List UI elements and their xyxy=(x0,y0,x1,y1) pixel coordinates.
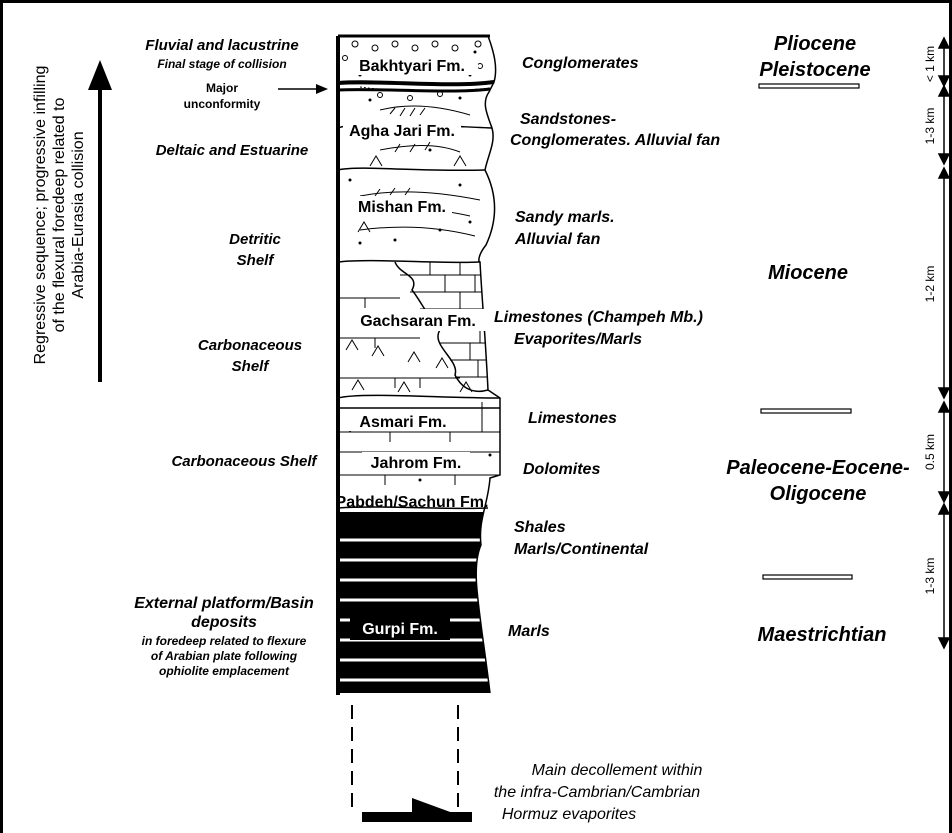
formation-jahrom: Jahrom Fm. xyxy=(371,455,462,472)
lith-conglomerates: Conglomerates xyxy=(522,55,639,72)
major-unconformity-lines xyxy=(337,80,495,93)
lith-sandy-1: Sandy marls. xyxy=(515,209,615,226)
formation-gurpi: Gurpi Fm. xyxy=(362,621,438,638)
sidebar-line-3: Arabia-Eurasia collision xyxy=(70,131,87,298)
env-detritic-2: Shelf xyxy=(237,252,276,269)
formation-mishan: Mishan Fm. xyxy=(358,199,446,216)
lith-sandstones-2: Conglomerates. Alluvial fan xyxy=(510,132,720,149)
evaporite-carets xyxy=(345,155,473,393)
lith-marls: Marls xyxy=(508,623,550,640)
formation-pabdeh: Pabdeh/Sachun Fm. xyxy=(336,494,489,511)
age-maestrichtian: Maestrichtian xyxy=(758,624,887,646)
unconformity-pointer xyxy=(278,84,328,94)
dashed-continuation xyxy=(351,705,459,810)
pabdeh-shale-lines xyxy=(339,514,496,537)
formation-labels: Bakhtyari Fm. Agha Jari Fm. Mishan Fm. G… xyxy=(336,55,489,640)
env-external-4: of Arabian plate following xyxy=(151,649,298,663)
thickness-t2: 1-3 km xyxy=(923,108,937,145)
lith-sandy-2: Alluvial fan xyxy=(514,231,601,248)
thickness-t1: < 1 km xyxy=(923,46,937,82)
env-external-2: deposits xyxy=(191,614,257,631)
lith-limestones-champeh: Limestones (Champeh Mb.) xyxy=(494,309,703,326)
unconformity-label-1: Major xyxy=(206,81,238,95)
decollement-line-1: Main decollement within xyxy=(532,762,703,779)
age-pliocene: Pliocene xyxy=(774,33,856,55)
decollement-line-3: Hormuz evaporites xyxy=(502,806,636,823)
age-paleocene-1: Paleocene-Eocene- xyxy=(726,457,910,479)
env-external-3: in foredeep related to flexure xyxy=(142,634,307,648)
env-carbonaceous-shelf: Carbonaceous Shelf xyxy=(171,453,318,470)
env-carbonaceous-1: Carbonaceous xyxy=(198,337,302,354)
age-pleistocene: Pleistocene xyxy=(759,59,870,81)
gurpi-black-fill xyxy=(338,512,500,693)
env-external-1: External platform/Basin xyxy=(134,595,314,612)
formation-gachsaran: Gachsaran Fm. xyxy=(360,313,476,330)
regressive-arrow xyxy=(88,60,112,382)
env-detritic-1: Detritic xyxy=(229,231,281,248)
env-carbonaceous-2: Shelf xyxy=(232,358,271,375)
formation-bakhtyari: Bakhtyari Fm. xyxy=(359,58,465,75)
age-paleocene-2: Oligocene xyxy=(770,483,867,505)
env-fluvial: Fluvial and lacustrine xyxy=(145,37,298,54)
age-separators xyxy=(758,83,860,580)
sidebar-line-1: Regressive sequence; progressive infilli… xyxy=(32,66,49,365)
env-fluvial-sub: Final stage of collision xyxy=(157,57,286,71)
age-miocene: Miocene xyxy=(768,262,848,284)
formation-agha-jari: Agha Jari Fm. xyxy=(349,123,455,140)
lith-sandstones-1: Sandstones- xyxy=(520,111,616,128)
lith-limestones: Limestones xyxy=(528,410,617,427)
thickness-t3: 1-2 km xyxy=(923,266,937,303)
thickness-arrows xyxy=(937,36,951,650)
unconformity-label-2: unconformity xyxy=(184,97,261,111)
thickness-t5: 1-3 km xyxy=(923,558,937,595)
lith-evaporites: Evaporites/Marls xyxy=(514,331,642,348)
lith-dolomites: Dolomites xyxy=(523,461,600,478)
lith-marls-continental: Marls/Continental xyxy=(514,541,649,558)
decollement-line-2: the infra-Cambrian/Cambrian xyxy=(494,784,700,801)
gachsaran-marl-lines xyxy=(340,297,460,388)
formation-asmari: Asmari Fm. xyxy=(359,414,446,431)
thickness-t4: 0.5 km xyxy=(923,434,937,470)
env-external-5: ophiolite emplacement xyxy=(159,664,290,678)
sidebar-line-2: of the flexural foredeep related to xyxy=(51,97,68,332)
decollement-arrow xyxy=(362,798,472,822)
env-deltaic: Deltaic and Estuarine xyxy=(156,142,309,159)
lith-shales: Shales xyxy=(514,519,566,536)
